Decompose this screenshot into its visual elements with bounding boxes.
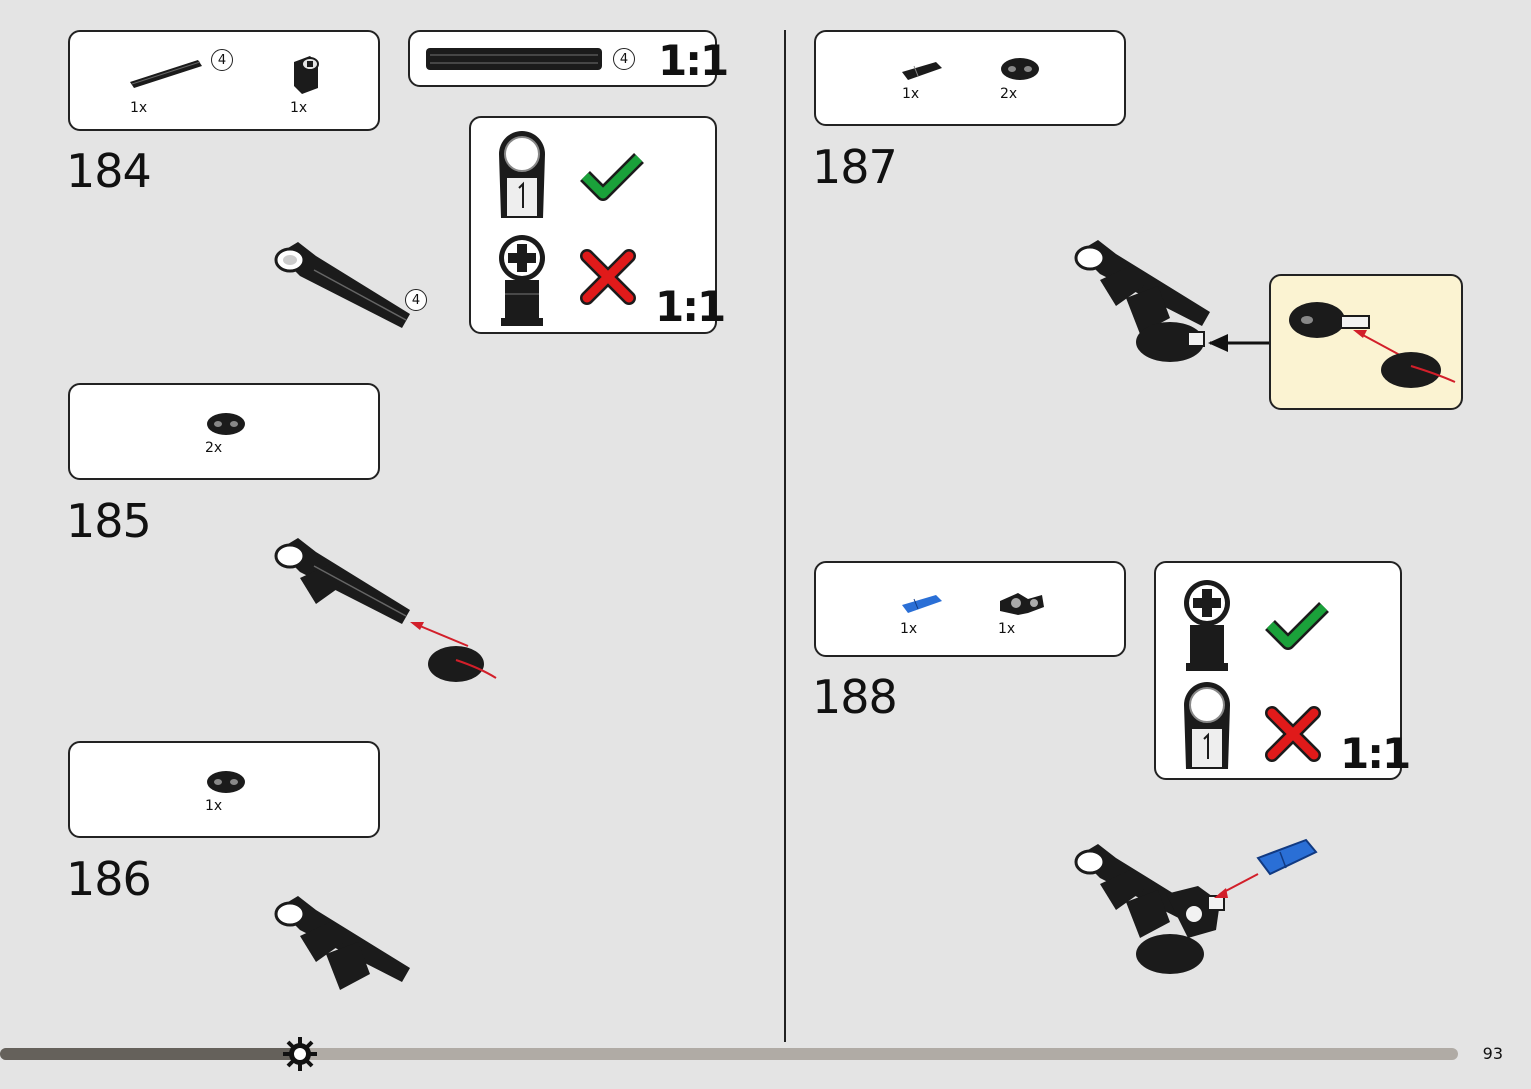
- page-number: 93: [1482, 1044, 1503, 1063]
- page-divider: [784, 30, 786, 1042]
- checkmark-icon: [1265, 602, 1329, 650]
- step-number-185: 185: [66, 494, 152, 548]
- subassembly-callout: [1269, 274, 1463, 410]
- axle-icon: [130, 60, 202, 88]
- axle-length-badge: 4: [405, 289, 427, 311]
- liftarm-icon: [207, 771, 245, 793]
- part-qty: 1x: [900, 621, 918, 637]
- connector-side-icon: [499, 131, 545, 218]
- orientation-check-box: 1:1: [1154, 561, 1411, 780]
- liftarm-icon: [1001, 58, 1039, 80]
- part-qty: 1x: [902, 86, 920, 102]
- connector-front-icon: [1184, 580, 1230, 671]
- orientation-check-box: 1:1: [469, 116, 726, 334]
- insertion-arrow-icon: [1353, 330, 1456, 388]
- progress-gear-icon: [283, 1037, 317, 1071]
- step-number-186: 186: [66, 852, 152, 906]
- step-number-184: 184: [66, 144, 152, 198]
- blue-axle-pin-icon: [902, 595, 942, 613]
- parts-box-step-187: 1x 2x: [814, 30, 1126, 126]
- part-qty: 2x: [1000, 86, 1018, 102]
- part-qty: 1x: [290, 100, 308, 116]
- assembly-step-184: [274, 242, 410, 328]
- parts-box-step-188: 1x 1x: [814, 561, 1126, 657]
- assembly-step-186: [274, 896, 410, 990]
- scale-label: 1:1: [655, 282, 726, 331]
- cross-connector-icon: [1000, 593, 1044, 615]
- axle-scale-box: 4 1:1: [408, 30, 729, 87]
- step-number-188: 188: [812, 670, 898, 724]
- connector-front-icon: [499, 235, 545, 326]
- checkmark-icon: [580, 153, 644, 201]
- connector-side-icon: [1184, 682, 1230, 769]
- axle-scale-icon: [426, 48, 602, 70]
- part-qty: 2x: [205, 440, 223, 456]
- axle-connector-icon: [294, 56, 319, 94]
- liftarm-icon: [207, 413, 245, 435]
- scale-label: 1:1: [658, 36, 729, 85]
- part-qty: 1x: [130, 100, 148, 116]
- axle-length-badge: 4: [211, 49, 233, 71]
- parts-box-step-185: 2x: [68, 383, 380, 480]
- assembly-step-185: [274, 538, 497, 682]
- scale-label: 1:1: [1340, 729, 1411, 778]
- part-qty: 1x: [998, 621, 1016, 637]
- assembly-step-188: [1074, 838, 1318, 974]
- parts-box-step-184: 4 1x 1x: [68, 30, 380, 131]
- cross-wrong-icon: [580, 249, 636, 305]
- subassembly-liftarm-icon: [1289, 302, 1370, 338]
- part-qty: 1x: [205, 798, 223, 814]
- assembly-step-187: [1074, 240, 1270, 362]
- parts-box-step-186: 1x: [68, 741, 380, 838]
- axle-pin-icon: [902, 62, 942, 80]
- progress-bar: [0, 1048, 1458, 1060]
- axle-length-badge: 4: [613, 48, 635, 70]
- cross-wrong-icon: [1265, 706, 1321, 762]
- step-number-187: 187: [812, 140, 898, 194]
